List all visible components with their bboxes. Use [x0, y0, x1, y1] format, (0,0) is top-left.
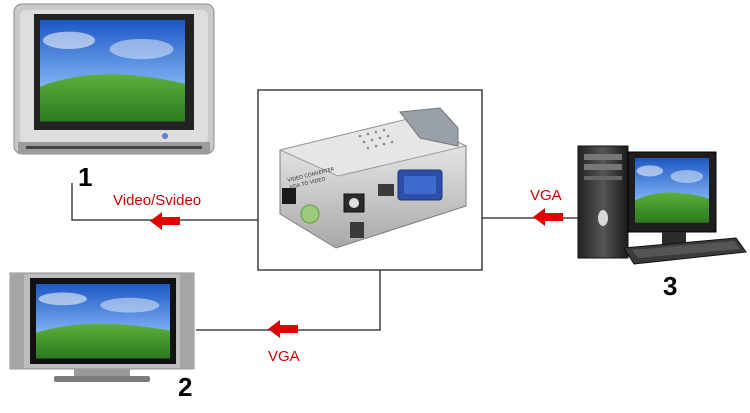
- arrow-left-icon: [150, 212, 180, 230]
- pc-link-label: VGA: [530, 187, 562, 204]
- vent-grille: [358, 128, 394, 150]
- crt-tv-icon: [13, 3, 215, 155]
- lcd-number: 2: [178, 372, 192, 402]
- lcd-connection-line: [196, 270, 381, 331]
- arrow-left-icon: [533, 208, 563, 226]
- lcd-monitor-icon: [9, 272, 195, 382]
- vga-converter-icon: VIDEO CONVERTER VGA TO VIDEO: [257, 89, 483, 271]
- lcd-link-label: VGA: [268, 348, 300, 365]
- crt-number: 1: [78, 162, 92, 192]
- pc-number: 3: [663, 271, 677, 301]
- arrow-left-icon: [268, 320, 298, 338]
- crt-link-label: Video/Svideo: [113, 192, 201, 209]
- desktop-pc-icon: [577, 145, 747, 265]
- crt-connection-line: [71, 183, 258, 221]
